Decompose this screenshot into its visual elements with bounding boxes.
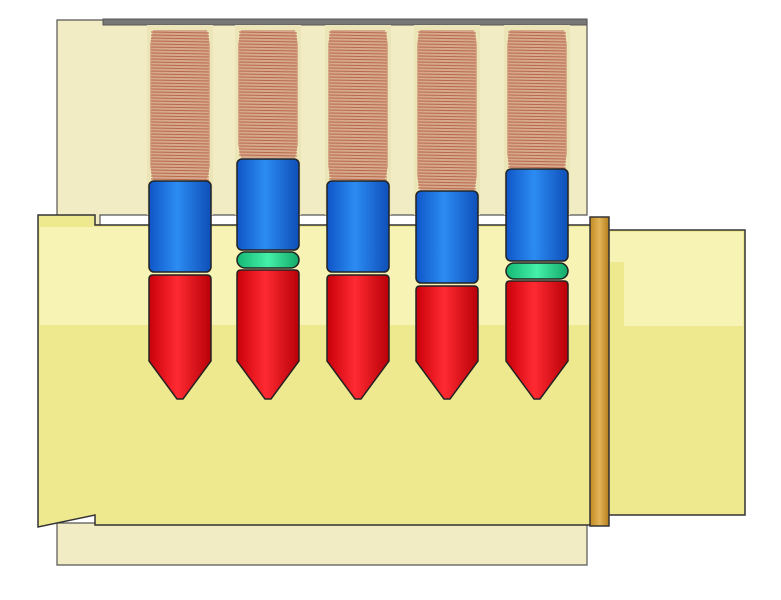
pin-stack-1 <box>148 30 212 400</box>
spring <box>238 30 298 158</box>
driver-pin <box>415 190 479 284</box>
driver-pin <box>148 180 212 273</box>
key-pin <box>326 274 390 400</box>
plug-tail-inner-panel <box>624 262 743 326</box>
plug-highlight <box>40 227 590 325</box>
pin-stack-4 <box>415 30 479 400</box>
cam-ring <box>589 216 610 527</box>
key-pin <box>415 285 479 400</box>
housing-top-bar <box>102 18 588 26</box>
key-pin <box>148 274 212 400</box>
master-wafer <box>505 262 569 280</box>
driver-pin <box>505 168 569 262</box>
driver-pin <box>236 158 300 251</box>
master-wafer <box>236 251 300 269</box>
pin-stack-3 <box>326 30 390 400</box>
pin-stack-2 <box>236 30 300 400</box>
pin-stacks <box>148 30 569 400</box>
pin-stack-5 <box>505 30 569 400</box>
spring <box>417 30 477 190</box>
spring <box>507 30 567 169</box>
spring <box>328 30 388 181</box>
key-pin <box>236 269 300 400</box>
plug-tail-highlight <box>610 232 743 262</box>
spring <box>150 30 210 181</box>
key-pin <box>505 280 569 400</box>
driver-pin <box>326 180 390 273</box>
